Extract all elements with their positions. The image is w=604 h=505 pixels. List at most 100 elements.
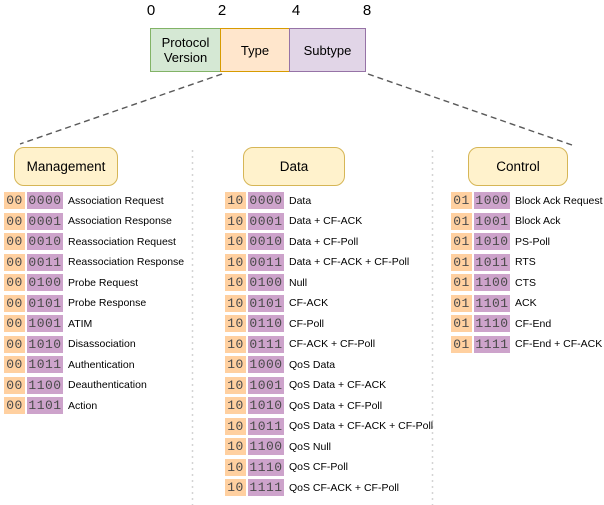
frame-name-label: ACK bbox=[515, 297, 537, 309]
connector-line-right bbox=[367, 73, 573, 146]
type-bits-chip: 10 bbox=[225, 315, 246, 332]
type-bits-chip: 01 bbox=[451, 315, 472, 332]
subtype-bits-chip: 0001 bbox=[27, 212, 63, 230]
frame-name-label: QoS Data + CF-Poll bbox=[289, 399, 383, 412]
frame-name-label: Data + CF-Poll bbox=[289, 235, 359, 248]
field-type-label: Type bbox=[240, 42, 270, 58]
subtype-bits-chip: 1111 bbox=[248, 479, 284, 496]
type-bits-chip: 00 bbox=[4, 253, 25, 271]
frame-name-label: Probe Request bbox=[68, 276, 139, 289]
category-control: Control bbox=[468, 147, 568, 186]
frame-name-label: Authentication bbox=[68, 358, 135, 371]
subtype-bits-chip: 0100 bbox=[248, 274, 284, 291]
type-bits-chip: 10 bbox=[225, 233, 246, 250]
frame-name-label: Disassociation bbox=[68, 338, 136, 350]
bit-tick-2: 2 bbox=[217, 2, 227, 19]
type-bits-chip: 01 bbox=[451, 212, 472, 230]
subtype-bits-chip: 1100 bbox=[27, 376, 63, 394]
frame-name-label: CF-ACK + CF-Poll bbox=[289, 338, 376, 350]
type-bits-chip: 00 bbox=[4, 294, 25, 312]
subtype-bits-chip: 1011 bbox=[27, 356, 63, 373]
subtype-bits-chip: 1110 bbox=[474, 315, 510, 332]
field-protocol-version: Protocol Version bbox=[150, 28, 221, 72]
frame-name-label: ATIM bbox=[68, 317, 93, 330]
frame-name-label: QoS Data + CF-ACK + CF-Poll bbox=[289, 420, 434, 432]
frame-name-label: Reassociation Request bbox=[68, 235, 176, 248]
category-management: Management bbox=[14, 147, 118, 186]
type-bits-chip: 10 bbox=[225, 356, 246, 373]
frame-name-label: CF-End bbox=[515, 317, 552, 330]
subtype-bits-chip: 1111 bbox=[474, 335, 510, 353]
frame-name-label: Probe Response bbox=[68, 297, 147, 309]
subtype-bits-chip: 1011 bbox=[474, 253, 510, 271]
type-bits-chip: 10 bbox=[225, 479, 246, 496]
subtype-bits-chip: 0110 bbox=[248, 315, 284, 332]
subtype-bits-chip: 1010 bbox=[248, 397, 284, 414]
subtype-bits-chip: 1001 bbox=[27, 315, 63, 332]
category-data: Data bbox=[243, 147, 345, 186]
field-boxes: Protocol Version Type Subtype bbox=[150, 28, 366, 72]
type-bits-chip: 10 bbox=[225, 376, 246, 394]
frame-name-label: Data + CF-ACK bbox=[289, 215, 363, 227]
type-bits-chip: 00 bbox=[4, 274, 25, 291]
frame-name-label: QoS CF-Poll bbox=[289, 461, 348, 473]
subtype-bits-chip: 1100 bbox=[248, 438, 284, 455]
subtype-bits-chip: 0101 bbox=[27, 294, 63, 312]
type-bits-chip: 01 bbox=[451, 233, 472, 250]
field-subtype: Subtype bbox=[289, 28, 366, 72]
subtype-bits-chip: 1000 bbox=[474, 192, 510, 209]
frame-name-label: CTS bbox=[515, 276, 536, 289]
type-bits-chip: 01 bbox=[451, 274, 472, 291]
type-bits-chip: 01 bbox=[451, 294, 472, 312]
frame-name-label: RTS bbox=[515, 256, 536, 268]
connector-line-left bbox=[19, 73, 223, 145]
frame-name-label: Null bbox=[289, 276, 308, 289]
bit-tick-0: 0 bbox=[146, 2, 156, 19]
subtype-bits-chip: 1000 bbox=[248, 356, 284, 373]
bit-tick-8: 8 bbox=[362, 2, 372, 19]
frame-name-label: Block Ack bbox=[515, 215, 561, 227]
type-bits-chip: 10 bbox=[225, 212, 246, 230]
frame-name-label: CF-ACK bbox=[289, 297, 329, 309]
type-bits-chip: 10 bbox=[225, 192, 246, 209]
frame-name-label: QoS Data + CF-ACK bbox=[289, 379, 387, 391]
type-bits-chip: 10 bbox=[225, 458, 246, 476]
frame-name-label: CF-End + CF-ACK bbox=[515, 338, 603, 350]
frame-name-label: PS-Poll bbox=[515, 235, 551, 248]
subtype-bits-chip: 1001 bbox=[474, 212, 510, 230]
frame-name-label: CF-Poll bbox=[289, 317, 325, 330]
type-bits-chip: 10 bbox=[225, 253, 246, 271]
field-subtype-label: Subtype bbox=[303, 42, 352, 58]
subtype-bits-chip: 0001 bbox=[248, 212, 284, 230]
type-bits-chip: 10 bbox=[225, 294, 246, 312]
frame-name-label: Deauthentication bbox=[68, 379, 147, 391]
subtype-bits-chip: 0010 bbox=[248, 233, 284, 250]
subtype-bits-chip: 0011 bbox=[248, 253, 284, 271]
subtype-bits-chip: 0000 bbox=[248, 192, 284, 209]
subtype-bits-chip: 1101 bbox=[27, 397, 63, 414]
subtype-bits-chip: 0000 bbox=[27, 192, 63, 209]
type-bits-chip: 00 bbox=[4, 192, 25, 209]
